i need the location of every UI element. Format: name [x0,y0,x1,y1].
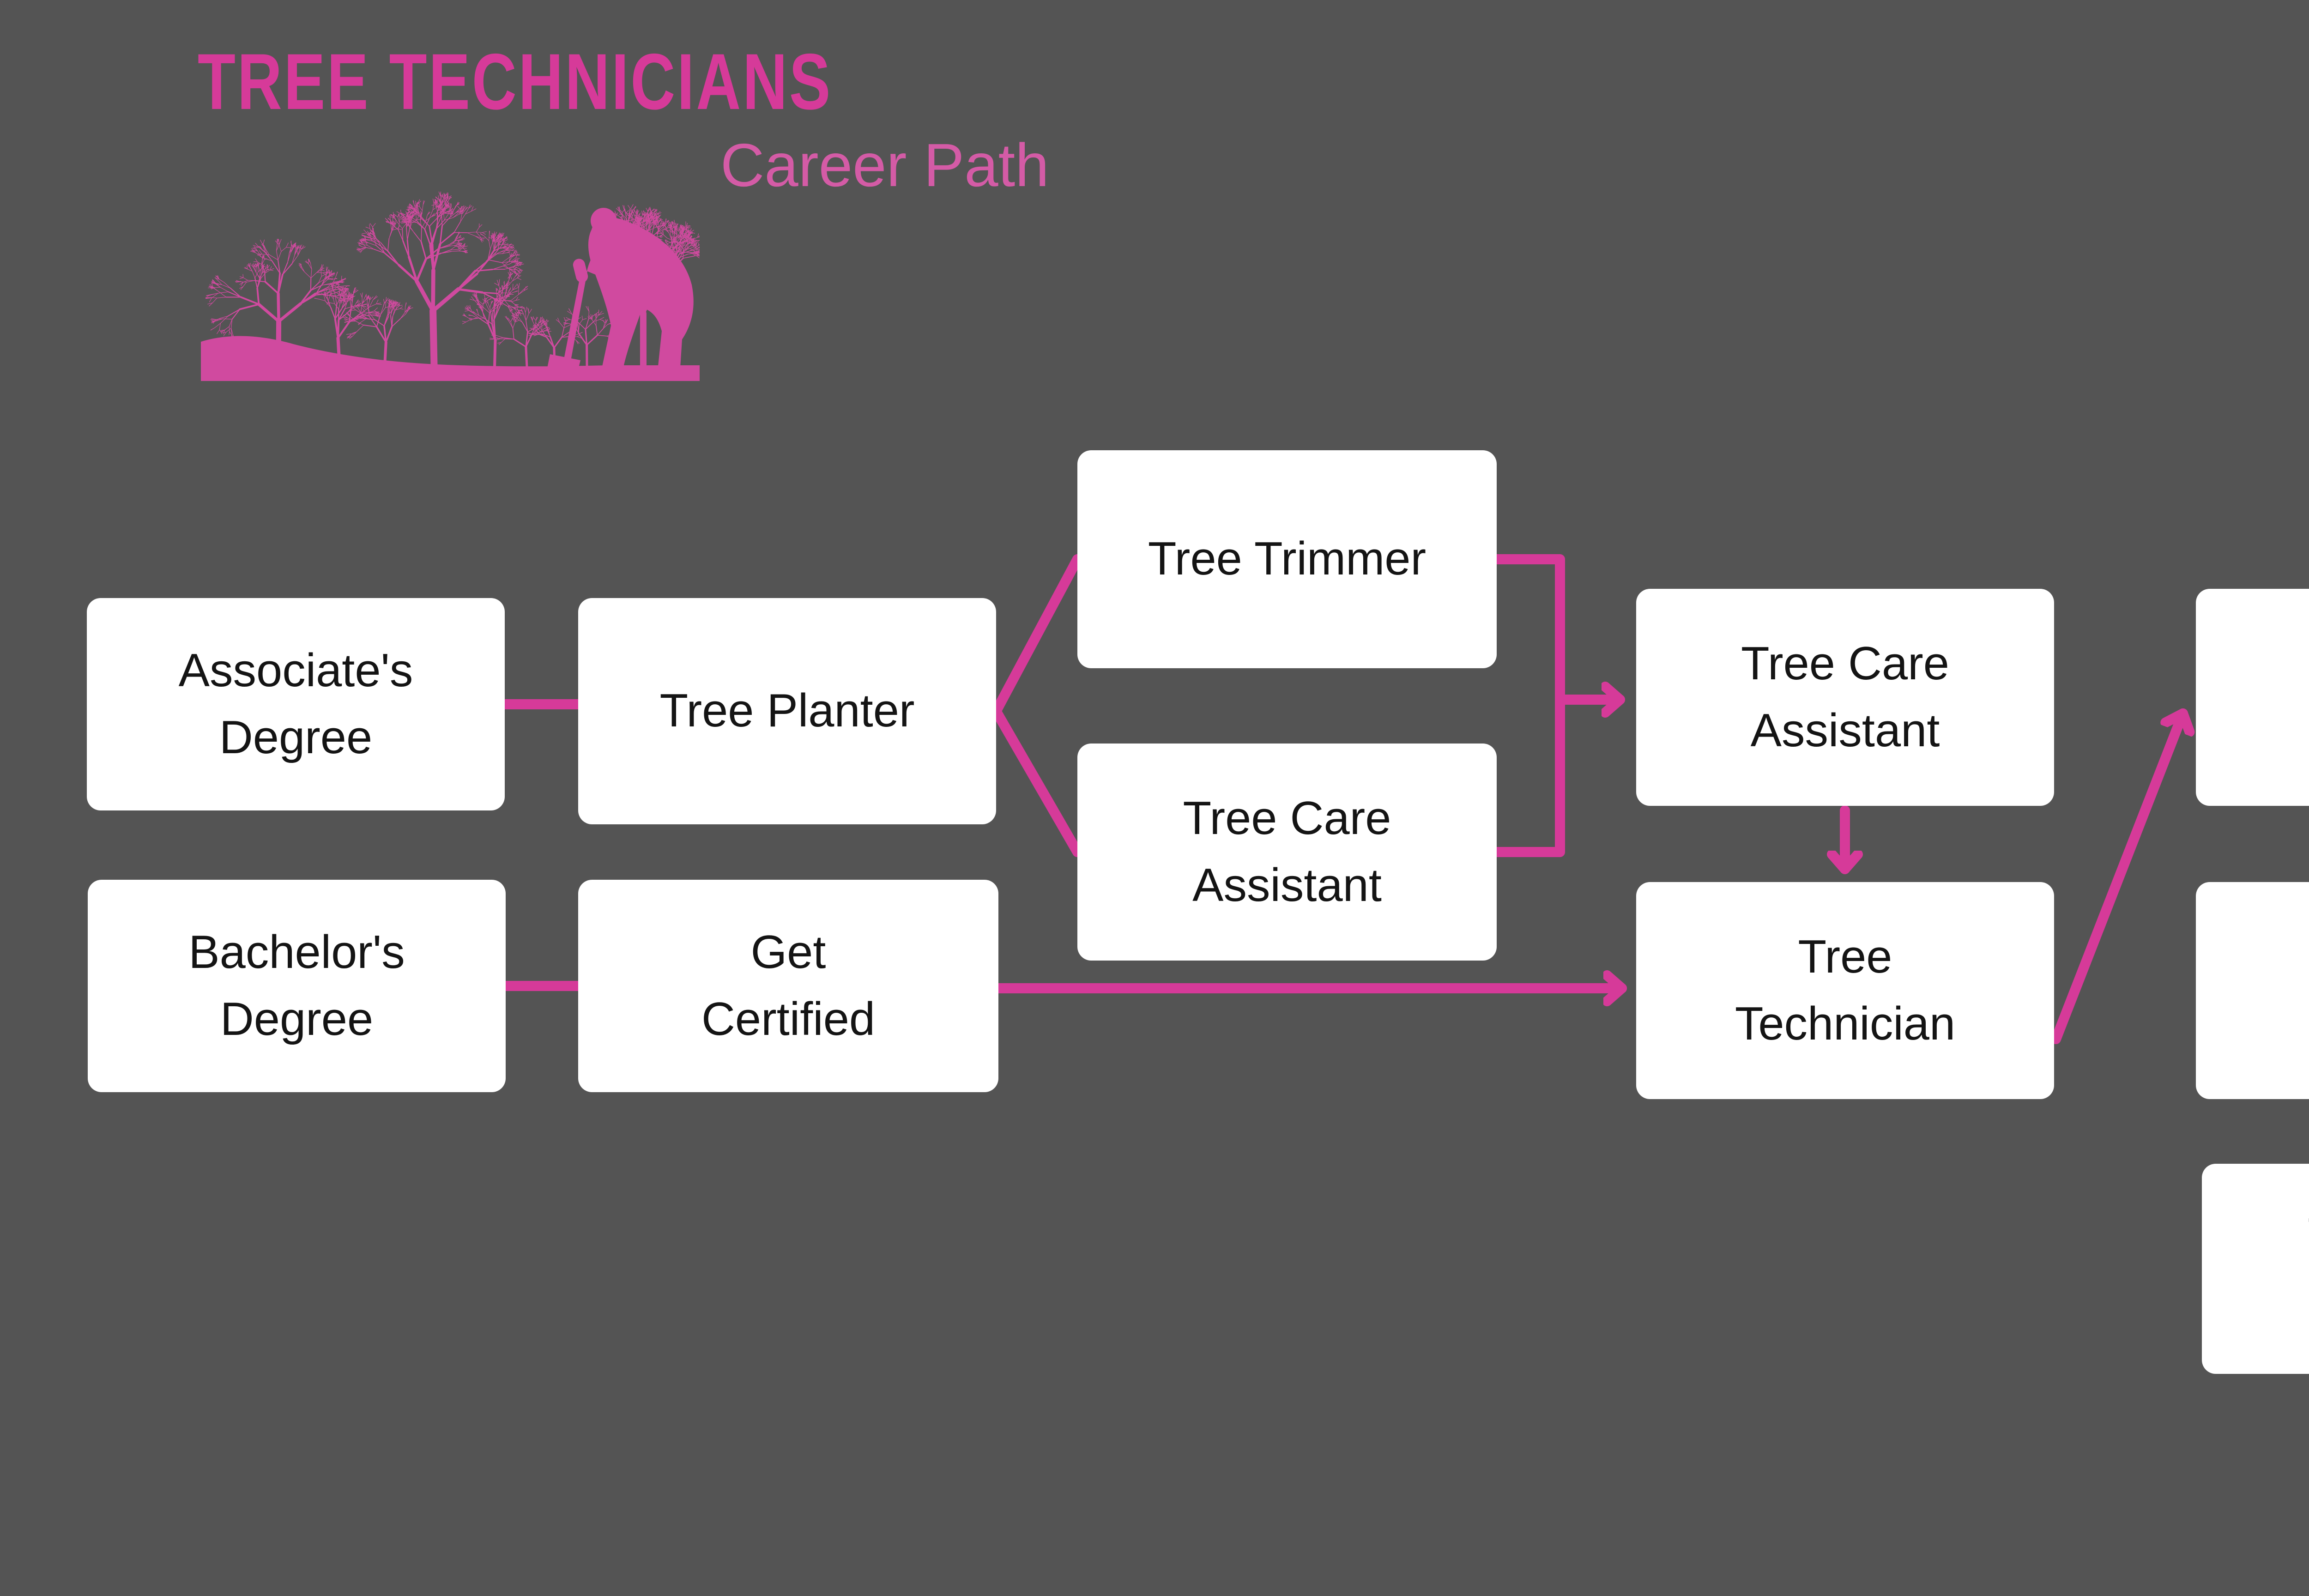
node-tree-care-manager: Tree Care Manager [2202,1164,2309,1374]
node-bachelors-degree: Bachelor's Degree [88,880,506,1092]
node-tree-technician: Tree Technician [1636,882,2054,1099]
node-associates-degree: Associate's Degree [87,598,505,810]
node-tree-care-assistant-entry: Tree Care Assistant [1077,744,1497,961]
node-tree-care-assistant: Tree Care Assistant [1636,589,2054,806]
line-planter-to-tca-entry [991,706,1082,857]
page-title: TREE TECHNICIANS [198,37,833,126]
node-get-certified: Get Certified [578,880,998,1092]
line-planter-to-trimmer [991,554,1082,716]
node-tree-trimmer: Tree Trimmer [1077,450,1497,668]
node-arborist: Arborist [2196,589,2309,806]
node-tree-planter: Tree Planter [578,598,996,824]
tree-planting-illustration [201,191,700,381]
page-subtitle: Career Path [720,131,1049,199]
planter-person-silhouette [546,208,694,379]
node-senior-arborist: Senior Arborist [2196,882,2309,1099]
arrow-technician-to-arborist [2051,708,2183,1044]
line-trimmer-tca-merge [1492,554,1565,857]
